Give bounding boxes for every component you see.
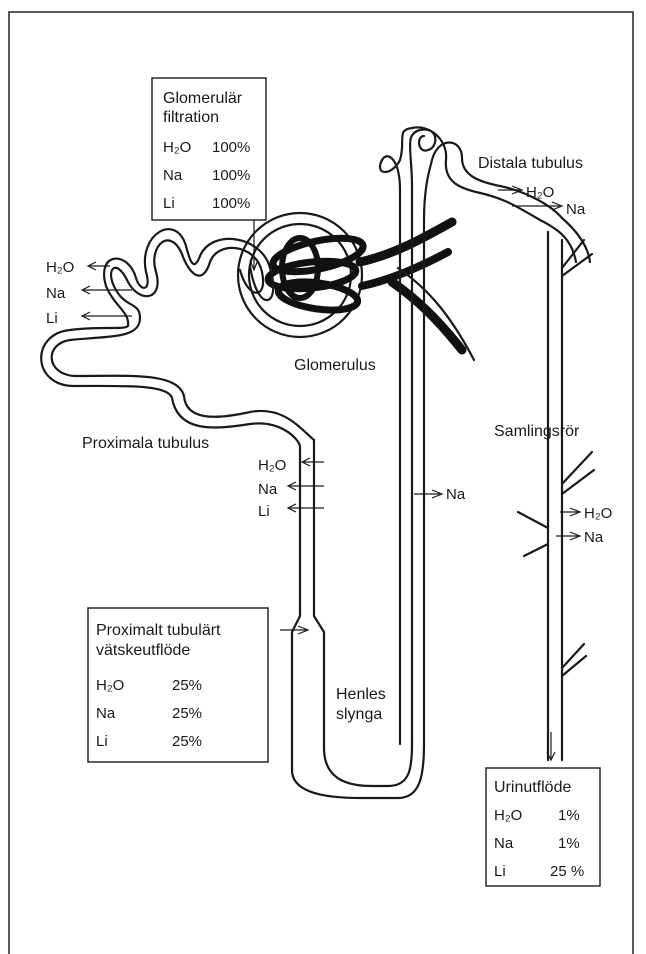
urine-row-label: H₂O	[494, 807, 522, 824]
urine-row-value: 1%	[558, 807, 580, 824]
label-collecting-duct: Samlingsrör	[494, 423, 580, 440]
proximal-row-label: Na	[96, 705, 116, 722]
proximal-row-label: H₂O	[96, 677, 124, 694]
proximal-title-1: Proximalt tubulärt	[96, 622, 221, 639]
label-henle-1: Henles	[336, 686, 386, 703]
henle-na-flow: Na	[414, 486, 466, 503]
flow-label: Li	[258, 503, 270, 520]
glomerular-title-2: filtration	[163, 109, 219, 126]
label-proximal-tubule: Proximala tubulus	[82, 435, 209, 452]
proximal-row-value: 25%	[172, 677, 202, 694]
proximal-row-value: 25%	[172, 705, 202, 722]
glomerular-row-value: 100%	[212, 167, 250, 184]
glomerular-row-label: H₂O	[163, 139, 191, 156]
flow-label: Na	[258, 481, 278, 498]
glomerular-row-label: Li	[163, 195, 175, 212]
proximal-outflow-box: Proximalt tubulärt vätskeutflöde H₂O 25%…	[88, 608, 308, 762]
urine-outflow-box: Urinutflöde H₂O 1% Na 1% Li 25 %	[486, 768, 600, 886]
collecting-duct	[518, 232, 594, 760]
proximal-row-label: Li	[96, 733, 108, 750]
flow-label: H₂O	[258, 457, 286, 474]
glomerular-row-value: 100%	[212, 139, 250, 156]
collecting-flows: H₂O Na	[556, 505, 612, 546]
label-glomerulus: Glomerulus	[294, 357, 376, 374]
flow-label: Na	[46, 285, 66, 302]
label-distal-tubule: Distala tubulus	[478, 155, 583, 172]
flow-label: Na	[584, 529, 604, 546]
capillary-tuft	[267, 222, 474, 360]
flow-label: Li	[46, 310, 58, 327]
glomerular-row-label: Na	[163, 167, 183, 184]
flow-label: Na	[446, 486, 466, 503]
urine-row-value: 1%	[558, 835, 580, 852]
flow-label: H₂O	[526, 184, 554, 201]
flow-label: H₂O	[584, 505, 612, 522]
glomerular-row-value: 100%	[212, 195, 250, 212]
urine-row-value: 25 %	[550, 863, 584, 880]
proximal-row-value: 25%	[172, 733, 202, 750]
flow-label: H₂O	[46, 259, 74, 276]
urine-title: Urinutflöde	[494, 779, 571, 796]
flow-label: Na	[566, 201, 586, 218]
proximal-title-2: vätskeutflöde	[96, 642, 190, 659]
urine-row-label: Li	[494, 863, 506, 880]
glomerular-title-1: Glomerulär	[163, 90, 243, 107]
urine-row-label: Na	[494, 835, 514, 852]
label-henle-2: slynga	[336, 706, 382, 723]
